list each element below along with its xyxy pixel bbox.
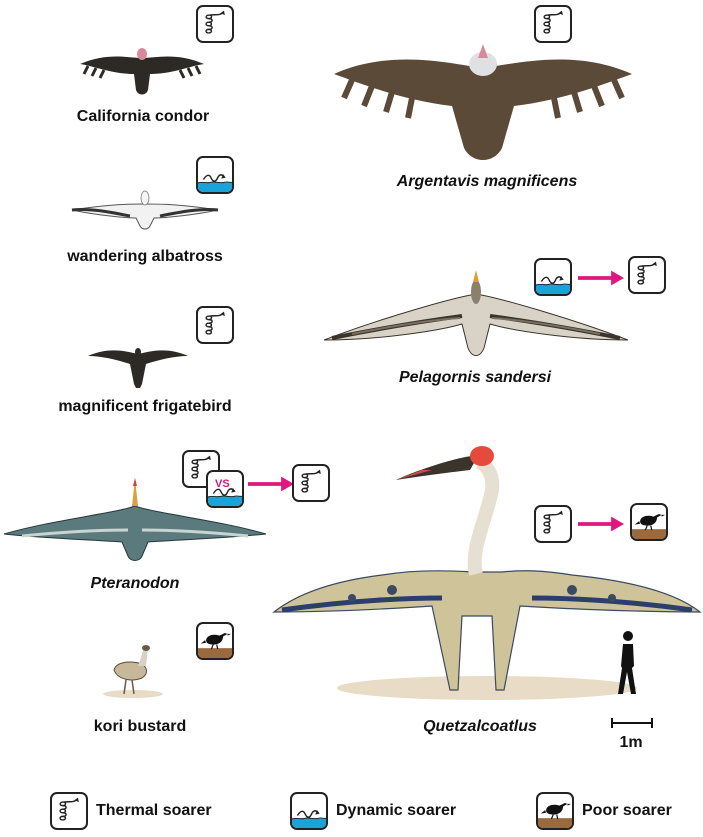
legend-poor-badge (536, 792, 574, 830)
scale-bar-label: 1m (619, 734, 643, 751)
quetzalcoatlus-label: Quetzalcoatlus (423, 718, 537, 735)
albatross-label: wandering albatross (67, 248, 223, 265)
thermal-icon (536, 507, 570, 541)
legend-dynamic-badge (290, 792, 328, 830)
condor-illustration (80, 48, 204, 95)
legend-dynamic-label: Dynamic soarer (336, 802, 457, 819)
condor-thermal-badge (196, 5, 234, 43)
thermal-icon (630, 258, 664, 292)
thermal-icon (198, 7, 232, 41)
thermal-icon (52, 794, 86, 828)
thermal-icon (536, 7, 570, 41)
albatross-dynamic-badge (196, 156, 234, 194)
bustard-poor-badge (196, 622, 234, 660)
condor-label: California condor (76, 108, 210, 125)
pteranodon-thermal-result-badge (292, 464, 330, 502)
dynamic-icon (198, 158, 232, 192)
frigatebird-label: magnificent frigatebird (58, 398, 232, 415)
pelagornis-label: Pelagornis sandersi (398, 369, 552, 386)
dynamic-icon (292, 794, 326, 828)
frigatebird-illustration (88, 348, 188, 388)
albatross-illustration (71, 190, 219, 230)
pelagornis-thermal-badge (628, 256, 666, 294)
quetzalcoatlus-poor-badge (630, 503, 668, 541)
quetzalcoatlus-illustration (272, 446, 702, 700)
arrow-right-icon (578, 514, 624, 534)
pteranodon-thermal-badge (182, 450, 220, 488)
pelagornis-dynamic-badge (534, 258, 572, 296)
human-silhouette-icon (618, 631, 636, 694)
thermal-icon (198, 308, 232, 342)
legend-poor-label: Poor soarer (582, 802, 672, 819)
quetzalcoatlus-thermal-badge (534, 505, 572, 543)
bustard-label: kori bustard (93, 718, 187, 735)
scale-bar (611, 718, 653, 728)
pteranodon-dynamic-badge (206, 470, 244, 508)
argentavis-thermal-badge (534, 5, 572, 43)
poor-soarer-icon (538, 794, 572, 828)
arrow-right-icon (578, 268, 624, 288)
poor-soarer-icon (198, 624, 232, 658)
argentavis-label: Argentavis magnificens (396, 173, 578, 190)
legend-thermal-badge (50, 792, 88, 830)
versus-label: VS (215, 478, 230, 490)
pteranodon-label: Pteranodon (90, 575, 180, 592)
dynamic-icon (536, 260, 570, 294)
pelagornis-illustration (323, 270, 629, 356)
argentavis-illustration (334, 44, 632, 161)
bustard-illustration (103, 645, 163, 698)
pteranodon-illustration (3, 478, 267, 561)
frigatebird-thermal-badge (196, 306, 234, 344)
legend-thermal-label: Thermal soarer (96, 802, 212, 819)
poor-soarer-icon (632, 505, 666, 539)
